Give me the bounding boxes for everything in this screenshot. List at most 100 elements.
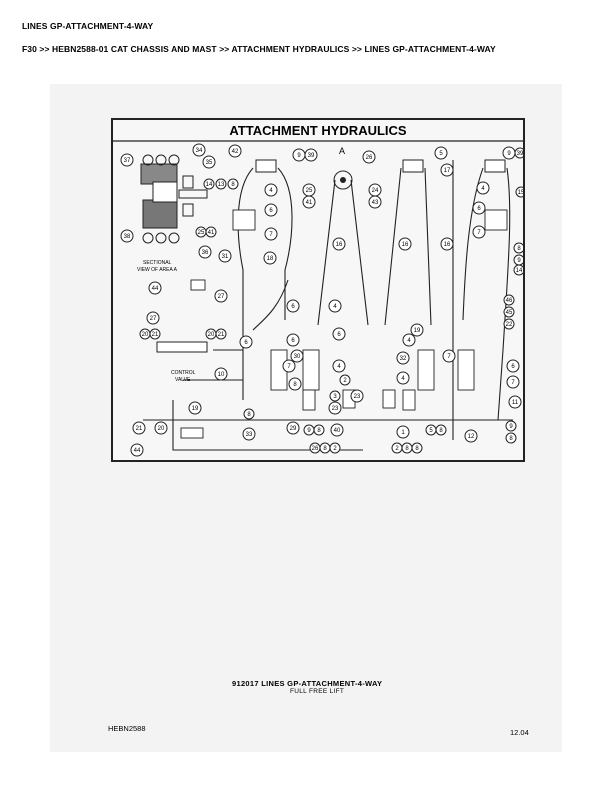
- svg-text:42: 42: [232, 149, 239, 155]
- figure-subcaption: FULL FREE LIFT: [290, 688, 345, 695]
- sectional-view: [140, 154, 208, 244]
- svg-text:20: 20: [142, 332, 149, 338]
- svg-text:31: 31: [222, 254, 229, 260]
- svg-text:2: 2: [395, 446, 399, 452]
- svg-text:21: 21: [136, 426, 143, 432]
- svg-text:30: 30: [294, 354, 301, 360]
- svg-text:2: 2: [343, 378, 347, 384]
- page-number: 12.04: [510, 728, 529, 737]
- figure-caption: 912017 LINES GP-ATTACHMENT-4-WAY: [232, 679, 383, 688]
- svg-text:46: 46: [506, 298, 513, 304]
- svg-text:6: 6: [477, 206, 481, 212]
- svg-text:4: 4: [269, 188, 273, 194]
- svg-text:7: 7: [511, 380, 515, 386]
- svg-text:6: 6: [291, 304, 295, 310]
- control-valve-label-1: CONTROL: [171, 370, 196, 376]
- svg-text:7: 7: [477, 230, 481, 236]
- svg-text:1: 1: [401, 430, 405, 436]
- breadcrumb[interactable]: F30 >> HEBN2588-01 CAT CHASSIS AND MAST …: [22, 44, 496, 54]
- svg-text:9: 9: [307, 428, 311, 434]
- svg-text:44: 44: [152, 286, 159, 292]
- svg-text:19: 19: [414, 328, 421, 334]
- svg-text:4: 4: [401, 376, 405, 382]
- svg-text:2: 2: [333, 446, 337, 452]
- svg-text:26: 26: [312, 446, 319, 452]
- diagram-title: ATTACHMENT HYDRAULICS: [229, 123, 406, 138]
- svg-text:33: 33: [246, 432, 253, 438]
- svg-text:26: 26: [366, 155, 373, 161]
- svg-text:20: 20: [208, 332, 215, 338]
- svg-text:8: 8: [231, 182, 235, 188]
- svg-text:44: 44: [134, 448, 141, 454]
- svg-text:25: 25: [306, 188, 313, 194]
- svg-text:9: 9: [509, 424, 513, 430]
- svg-text:14: 14: [516, 268, 523, 274]
- svg-text:13: 13: [218, 182, 225, 188]
- svg-text:32: 32: [400, 356, 407, 362]
- svg-text:12: 12: [468, 434, 475, 440]
- svg-text:6: 6: [269, 208, 273, 214]
- document-number: HEBN2588: [108, 724, 146, 733]
- svg-text:20: 20: [158, 426, 165, 432]
- svg-text:35: 35: [206, 160, 213, 166]
- svg-text:22: 22: [506, 322, 513, 328]
- svg-text:5: 5: [439, 151, 443, 157]
- svg-text:17: 17: [444, 168, 451, 174]
- svg-text:16: 16: [336, 242, 343, 248]
- svg-text:16: 16: [402, 242, 409, 248]
- svg-text:9: 9: [297, 153, 301, 159]
- svg-text:36: 36: [202, 250, 209, 256]
- svg-text:39: 39: [517, 151, 523, 157]
- svg-text:3: 3: [333, 394, 337, 400]
- hydraulics-diagram: ATTACHMENT HYDRAULICS SECTIONAL VIEW OF …: [111, 118, 525, 462]
- svg-text:8: 8: [509, 436, 513, 442]
- svg-text:9: 9: [517, 258, 521, 264]
- area-a-label: A: [339, 146, 345, 156]
- svg-text:8: 8: [317, 428, 321, 434]
- svg-text:8: 8: [293, 382, 297, 388]
- svg-text:8: 8: [439, 428, 443, 434]
- svg-text:45: 45: [506, 310, 513, 316]
- svg-text:4: 4: [337, 364, 341, 370]
- svg-text:10: 10: [218, 372, 225, 378]
- svg-text:7: 7: [287, 364, 291, 370]
- svg-text:4: 4: [481, 186, 485, 192]
- svg-text:5: 5: [429, 428, 433, 434]
- hose-lines: [143, 160, 513, 451]
- svg-text:6: 6: [511, 364, 515, 370]
- svg-text:7: 7: [269, 232, 273, 238]
- svg-text:23: 23: [332, 406, 339, 412]
- svg-text:4: 4: [407, 338, 411, 344]
- svg-text:8: 8: [517, 246, 521, 252]
- svg-text:6: 6: [291, 338, 295, 344]
- svg-text:37: 37: [124, 158, 131, 164]
- page-title: LINES GP-ATTACHMENT-4-WAY: [22, 21, 154, 31]
- svg-text:6: 6: [337, 332, 341, 338]
- svg-text:4: 4: [333, 304, 337, 310]
- svg-text:41: 41: [208, 230, 215, 236]
- sectional-label-2: VIEW OF AREA A: [137, 267, 178, 273]
- sectional-label-1: SECTIONAL: [143, 260, 172, 266]
- svg-text:21: 21: [152, 332, 159, 338]
- svg-text:23: 23: [354, 394, 361, 400]
- svg-text:40: 40: [334, 428, 341, 434]
- diagram-drawing: ATTACHMENT HYDRAULICS SECTIONAL VIEW OF …: [113, 123, 523, 457]
- svg-text:27: 27: [218, 294, 225, 300]
- svg-text:8: 8: [323, 446, 327, 452]
- svg-text:39: 39: [308, 153, 315, 159]
- svg-text:34: 34: [196, 148, 203, 154]
- svg-text:6: 6: [244, 340, 248, 346]
- fittings: [180, 209, 508, 439]
- svg-text:14: 14: [206, 182, 213, 188]
- svg-text:38: 38: [124, 234, 131, 240]
- svg-text:21: 21: [218, 332, 225, 338]
- svg-text:7: 7: [447, 354, 451, 360]
- svg-text:41: 41: [306, 200, 313, 206]
- svg-text:24: 24: [372, 188, 379, 194]
- svg-text:8: 8: [415, 446, 419, 452]
- callout-balloons: 37 34 35 14 13 8 38 25 41 36 42 9 39 26 …: [120, 143, 523, 457]
- svg-text:25: 25: [198, 230, 205, 236]
- svg-text:18: 18: [267, 256, 274, 262]
- control-valve-label-2: VALVE: [175, 377, 191, 383]
- svg-text:9: 9: [507, 151, 511, 157]
